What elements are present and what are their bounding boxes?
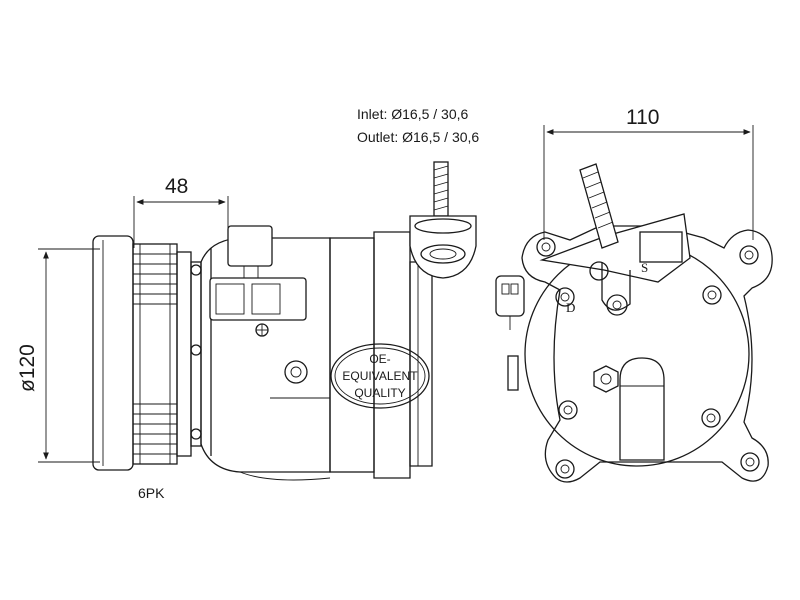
dimension-diameter-120: ø120 xyxy=(16,248,100,463)
service-port-stud xyxy=(409,161,477,279)
compressor-body-side-view xyxy=(190,231,433,481)
dimension-110-label: 110 xyxy=(626,106,659,129)
suction-port-letter: S xyxy=(641,260,648,275)
inlet-spec: Inlet: Ø16,5 / 30,6 xyxy=(357,106,469,122)
oe-equivalent-badge: OE- EQUIVALENT QUALITY xyxy=(330,343,430,409)
pulley-grooves xyxy=(133,244,177,464)
dimension-48: 48 xyxy=(133,175,229,248)
dimension-diameter-label: ø120 xyxy=(16,344,39,392)
pulley-6pk-label: 6PK xyxy=(138,485,165,501)
badge-line-2: EQUIVALENT xyxy=(342,369,418,383)
outlet-spec: Outlet: Ø16,5 / 30,6 xyxy=(357,129,479,145)
compressor-rear-view xyxy=(495,163,773,483)
dimension-110: 110 xyxy=(543,106,754,240)
dimension-48-label: 48 xyxy=(165,175,188,198)
discharge-port-letter: D xyxy=(566,300,575,315)
badge-line-1: OE- xyxy=(369,352,390,366)
clutch-connector-side xyxy=(209,225,307,337)
badge-line-3: QUALITY xyxy=(354,386,405,400)
pulley-side-view xyxy=(92,235,202,471)
